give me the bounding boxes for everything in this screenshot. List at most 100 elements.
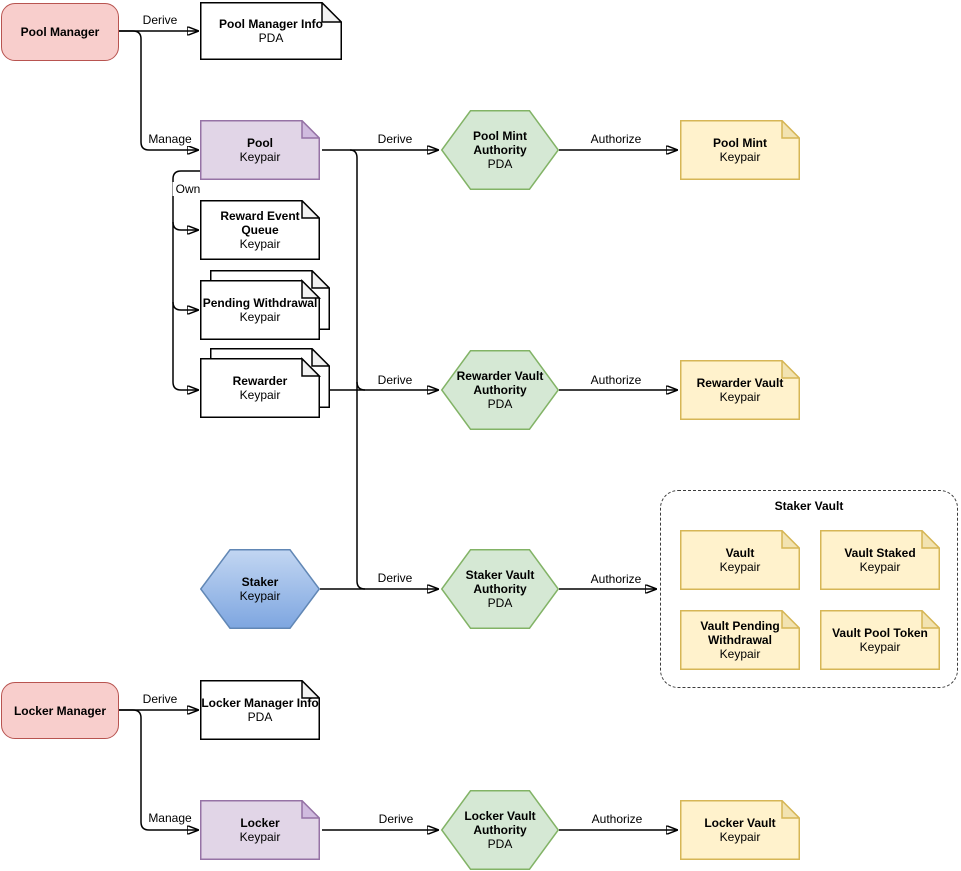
edge-label-derive: Derive bbox=[139, 692, 181, 706]
node-locker-vault-authority: Locker Vault Authority PDA bbox=[441, 790, 559, 870]
document-shape bbox=[200, 200, 320, 260]
node-locker-manager-info: Locker Manager Info PDA bbox=[200, 680, 320, 740]
node-subtitle: PDA bbox=[247, 710, 273, 724]
node-subtitle: Keypair bbox=[239, 237, 281, 251]
edge-label-authorize: Authorize bbox=[587, 132, 645, 146]
edge-label-derive: Derive bbox=[139, 13, 181, 27]
edge-trunk-junction-rewarder bbox=[356, 381, 366, 391]
node-subtitle: Keypair bbox=[719, 830, 761, 844]
node-title: Pending Withdrawal bbox=[202, 296, 318, 310]
node-pool-mint: Pool Mint Keypair bbox=[680, 120, 800, 180]
edge-own-branch-reward-event-queue bbox=[172, 221, 198, 230]
node-subtitle: PDA bbox=[487, 596, 513, 610]
document-shape bbox=[680, 800, 800, 860]
node-title: Locker Manager Info bbox=[201, 696, 319, 710]
node-title: Vault Staked bbox=[844, 546, 916, 560]
edge-label-derive: Derive bbox=[374, 571, 416, 585]
node-title: Staker bbox=[241, 575, 279, 589]
node-subtitle: Keypair bbox=[719, 150, 761, 164]
document-shape bbox=[680, 120, 800, 180]
node-subtitle: Keypair bbox=[719, 560, 761, 574]
edge-label-derive: Derive bbox=[374, 132, 416, 146]
node-subtitle: Keypair bbox=[859, 640, 901, 654]
hexagon-shape bbox=[441, 549, 559, 629]
document-shape bbox=[680, 610, 800, 670]
node-title: Pool Manager Info bbox=[218, 17, 323, 31]
node-reward-event-queue: Reward Event Queue Keypair bbox=[200, 200, 320, 260]
node-subtitle: PDA bbox=[258, 31, 284, 45]
node-subtitle: Keypair bbox=[239, 589, 281, 603]
edge-label-authorize: Authorize bbox=[588, 812, 646, 826]
document-shape bbox=[680, 530, 800, 590]
node-title: Vault Pool Token bbox=[832, 626, 928, 640]
document-shape bbox=[200, 800, 320, 860]
node-staker-vault-authority: Staker Vault Authority PDA bbox=[441, 549, 559, 629]
node-rewarder-vault-authority: Rewarder Vault Authority PDA bbox=[441, 350, 559, 430]
node-pool-manager-info: Pool Manager Info PDA bbox=[200, 2, 342, 60]
node-subtitle: Keypair bbox=[719, 390, 761, 404]
edge-label-manage: Manage bbox=[145, 132, 195, 146]
edge-label-own: Own bbox=[172, 182, 204, 196]
hexagon-shape bbox=[441, 110, 559, 190]
node-title: Rewarder Vault Authority bbox=[456, 369, 544, 397]
edge-own-branch-pending-withdrawal bbox=[172, 301, 198, 310]
group-staker-vault: Staker Vault bbox=[660, 490, 958, 688]
node-staker: Staker Keypair bbox=[200, 549, 320, 629]
node-subtitle: Keypair bbox=[719, 647, 761, 661]
document-shape bbox=[820, 530, 940, 590]
node-vault-pool-token: Vault Pool Token Keypair bbox=[820, 610, 940, 670]
node-locker-manager: Locker Manager bbox=[1, 682, 119, 739]
node-pending-withdrawal: Pending Withdrawal Keypair bbox=[200, 270, 330, 340]
node-vault-pending-withdrawal: Vault Pending Withdrawal Keypair bbox=[680, 610, 800, 670]
node-title: Locker Vault Authority bbox=[464, 809, 536, 837]
node-subtitle: Keypair bbox=[239, 388, 281, 402]
document-shape bbox=[200, 2, 342, 60]
edge-label-authorize: Authorize bbox=[587, 373, 645, 387]
edge-pool-manager-manage bbox=[119, 30, 198, 150]
node-title: Pool Mint Authority bbox=[473, 129, 527, 157]
node-title: Reward Event Queue bbox=[220, 209, 300, 237]
group-title: Staker Vault bbox=[774, 499, 844, 513]
node-title: Rewarder bbox=[232, 374, 288, 388]
node-subtitle: Keypair bbox=[239, 830, 281, 844]
edge-label-authorize: Authorize bbox=[587, 572, 645, 586]
hexagon-shape bbox=[200, 549, 320, 629]
stacked-document-shape bbox=[200, 348, 330, 418]
node-title: Vault bbox=[725, 546, 755, 560]
node-vault-staked: Vault Staked Keypair bbox=[820, 530, 940, 590]
document-shape bbox=[200, 680, 320, 740]
node-subtitle: Keypair bbox=[239, 150, 281, 164]
document-shape bbox=[820, 610, 940, 670]
edge-label-derive: Derive bbox=[375, 812, 417, 826]
node-title: Staker Vault Authority bbox=[465, 568, 535, 596]
node-subtitle: PDA bbox=[487, 397, 513, 411]
node-rewarder: Rewarder Keypair bbox=[200, 348, 330, 418]
node-title: Pool bbox=[247, 136, 273, 150]
node-title: Pool Manager bbox=[20, 25, 100, 39]
node-locker-keypair: Locker Keypair bbox=[200, 800, 320, 860]
node-subtitle: Keypair bbox=[239, 310, 281, 324]
document-shape bbox=[200, 120, 320, 180]
stacked-document-shape bbox=[200, 270, 330, 340]
node-title: Pool Mint bbox=[713, 136, 767, 150]
edge-locker-manager-manage bbox=[119, 709, 198, 830]
edge-pool-trunk-down bbox=[349, 149, 366, 590]
node-pool-manager: Pool Manager bbox=[1, 3, 119, 61]
edge-label-derive: Derive bbox=[374, 373, 416, 387]
node-title: Locker bbox=[240, 816, 280, 830]
node-title: Locker Vault bbox=[704, 816, 776, 830]
node-pool-keypair: Pool Keypair bbox=[200, 120, 320, 180]
node-subtitle: PDA bbox=[487, 837, 513, 851]
node-vault: Vault Keypair bbox=[680, 530, 800, 590]
node-locker-vault: Locker Vault Keypair bbox=[680, 800, 800, 860]
edge-pool-own-trunk bbox=[172, 170, 200, 390]
node-title: Rewarder Vault bbox=[696, 376, 784, 390]
node-subtitle: PDA bbox=[487, 157, 513, 171]
node-title: Vault Pending Withdrawal bbox=[700, 619, 780, 647]
edge-label-manage: Manage bbox=[145, 811, 195, 825]
document-shape bbox=[680, 360, 800, 420]
node-pool-mint-authority: Pool Mint Authority PDA bbox=[441, 110, 559, 190]
node-rewarder-vault: Rewarder Vault Keypair bbox=[680, 360, 800, 420]
